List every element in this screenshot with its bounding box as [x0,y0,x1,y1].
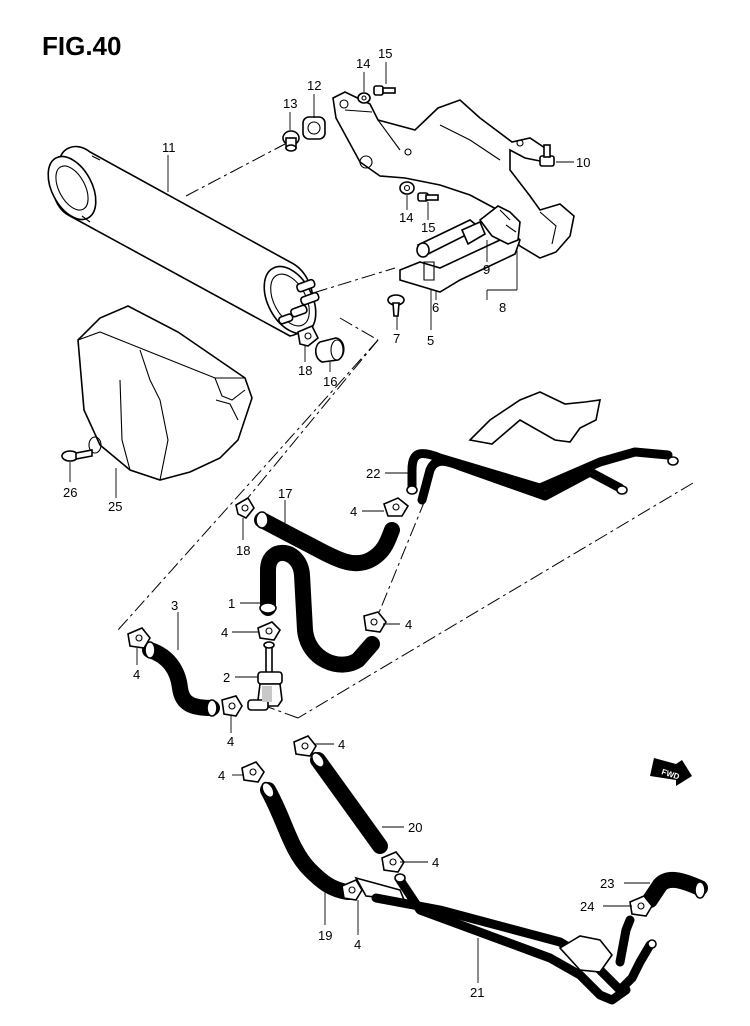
screw-7 [387,294,405,317]
callout-16: 16 [323,374,337,389]
callout-4-h: 4 [218,768,225,783]
callout-4-e: 4 [227,734,234,749]
callout-23: 23 [600,876,614,891]
holder-assembly [399,205,521,293]
callout-24: 24 [580,899,594,914]
clamp-4-e [221,695,243,717]
callout-4-i: 4 [354,937,361,952]
bolt-15-top [373,85,396,96]
callout-18-mid: 18 [236,543,250,558]
callout-5: 5 [427,333,434,348]
callout-17: 17 [278,486,292,501]
callout-10: 10 [576,155,590,170]
hose-20 [310,752,388,854]
clamp-4-b [363,611,387,633]
clamp-4-c [257,621,282,641]
callout-25: 25 [108,499,122,514]
clamp-18-top [297,324,320,347]
callout-14-top: 14 [356,56,370,71]
screw-26 [61,449,93,462]
callout-7: 7 [393,331,400,346]
cover-25 [77,305,253,481]
hose-19 [260,781,356,900]
callout-8: 8 [499,300,506,315]
fwd-arrow-icon: FWD [650,758,692,786]
callout-20: 20 [408,820,422,835]
callout-numbers: 11 12 13 14 15 10 14 15 9 6 5 8 7 18 16 … [63,46,614,1000]
hose-17 [254,511,400,572]
bolt-10 [539,144,555,167]
collar-13 [282,130,300,152]
clamp-24 [629,895,653,917]
callout-14-mid: 14 [399,210,413,225]
callout-12: 12 [307,78,321,93]
callout-9: 9 [483,262,490,277]
clamp-4-f [293,735,317,757]
canister-11 [47,145,320,337]
callout-22: 22 [366,466,380,481]
clamp-4-h [241,761,265,783]
callout-18-top: 18 [298,363,312,378]
clamp-4-g [381,851,405,873]
leader-lines [69,62,650,983]
callout-4-f: 4 [338,737,345,752]
callout-4-b: 4 [405,617,412,632]
callout-11: 11 [162,140,176,155]
callout-4-c: 4 [221,625,228,640]
callout-6: 6 [432,300,439,315]
washer-14-mid [399,181,415,195]
clamp-4-a [383,497,410,517]
hose-1 [259,545,380,673]
clamp-4-i [341,878,363,901]
valve-2 [247,641,283,711]
callout-19: 19 [318,928,332,943]
callout-3: 3 [171,598,178,613]
callout-26: 26 [63,485,77,500]
callout-2: 2 [223,670,230,685]
pipe-21 [354,873,657,1005]
clamp-4-d [127,627,151,649]
callout-4-a: 4 [350,504,357,519]
pipe-22 [406,391,679,505]
callout-15-mid: 15 [421,220,435,235]
callout-4-d: 4 [133,667,140,682]
callout-13: 13 [283,96,297,111]
callout-21: 21 [470,985,484,1000]
hose-23 [642,871,708,908]
callout-1: 1 [228,596,235,611]
callout-15-top: 15 [378,46,392,61]
bolt-15-mid [417,192,439,202]
hose-3 [142,641,220,717]
callout-4-g: 4 [432,855,439,870]
clamp-18-mid [235,496,255,520]
washer-14-top [357,92,371,104]
grommet-12 [302,116,326,140]
figure-title: FIG.40 [42,31,121,61]
cap-16 [314,337,345,363]
